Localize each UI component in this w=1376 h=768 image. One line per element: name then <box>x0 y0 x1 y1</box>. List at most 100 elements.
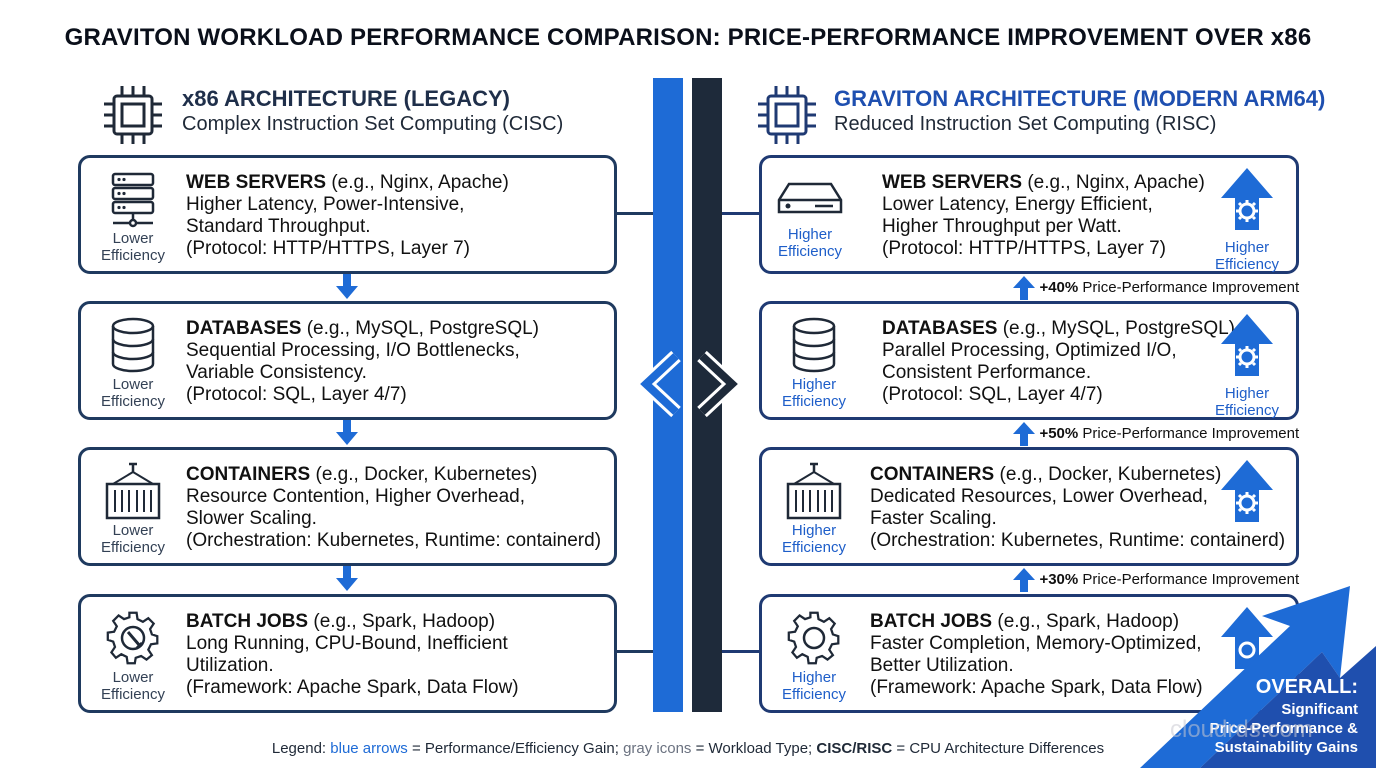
gain-badge <box>1212 460 1282 527</box>
card-line: Consistent Performance. <box>882 362 1092 383</box>
efficiency-label: Higher <box>791 669 837 686</box>
down-arrow-icon <box>336 420 358 445</box>
efficiency-label: Lower <box>112 230 154 247</box>
gear-wrench-icon <box>106 611 159 665</box>
card-line: Parallel Processing, Optimized I/O, <box>882 340 1177 361</box>
card-examples: (e.g., Nginx, Apache) <box>1022 172 1205 193</box>
card-protocol: (Orchestration: Kubernetes, Runtime: con… <box>186 530 602 551</box>
cpu-chip-icon <box>758 86 816 144</box>
card-line: Standard Throughput. <box>186 216 371 237</box>
page-title: GRAVITON WORKLOAD PERFORMANCE COMPARISON… <box>64 24 1312 51</box>
improvement-row: +30% Price-Performance Improvement <box>1013 568 1299 592</box>
card-line: Variable Consistency. <box>186 362 367 383</box>
card-title: BATCH JOBS <box>870 611 993 632</box>
card-line: Long Running, CPU-Bound, Inefficient <box>186 633 508 654</box>
watermark: cloudrds.com <box>1170 716 1313 743</box>
up-arrow-icon <box>1013 568 1035 592</box>
card-protocol: (Framework: Apache Spark, Data Flow) <box>870 677 1203 698</box>
card-line: Faster Completion, Memory-Optimized, <box>870 633 1202 654</box>
card-title: CONTAINERS <box>186 464 311 485</box>
down-arrow-icon <box>336 274 358 299</box>
card-title: WEB SERVERS <box>186 172 327 193</box>
gear-icon <box>787 611 840 665</box>
database-icon <box>111 317 155 373</box>
card-line: Sequential Processing, I/O Bottlenecks, <box>186 340 520 361</box>
card-examples: (e.g., Nginx, Apache) <box>326 172 509 193</box>
improvement-row: +50% Price-Performance Improvement <box>1013 422 1299 446</box>
card-line: Better Utilization. <box>870 655 1014 676</box>
legend-gray-icons: gray icons <box>623 740 692 757</box>
improvement-row: +40% Price-Performance Improvement <box>1013 276 1299 300</box>
efficiency-label: Lower <box>112 376 154 393</box>
card-protocol: (Protocol: HTTP/HTTPS, Layer 7) <box>186 238 471 259</box>
down-arrow-icon <box>336 566 358 591</box>
efficiency-label: Higher <box>791 376 837 393</box>
x86-subtitle: Complex Instruction Set Computing (CISC) <box>182 113 564 135</box>
legend-cisc-risc: CISC/RISC <box>816 740 893 757</box>
compare-chevrons-icon <box>635 350 743 418</box>
card-line: Dedicated Resources, Lower Overhead, <box>870 486 1208 507</box>
gain-badge <box>1212 607 1282 674</box>
efficiency-label: Lower <box>112 522 154 539</box>
shipping-container-icon <box>786 462 842 520</box>
up-arrow-gear-icon <box>1221 168 1273 230</box>
card-line: Slower Scaling. <box>186 508 317 529</box>
graviton-subtitle: Reduced Instruction Set Computing (RISC) <box>834 113 1217 135</box>
up-arrow-gear-icon <box>1221 314 1273 376</box>
cpu-chip-icon <box>104 86 162 144</box>
connector-line <box>722 650 760 653</box>
overall-title: OVERALL: <box>1255 676 1358 698</box>
efficiency-label: Higher <box>791 522 837 539</box>
improvement-pct: +50% <box>1039 425 1079 443</box>
card-title: BATCH JOBS <box>186 611 309 632</box>
card-examples: (e.g., MySQL, PostgreSQL) <box>301 318 540 339</box>
legend: Legend: blue arrows = Performance/Effici… <box>271 740 1105 757</box>
card-line: Higher Throughput per Watt. <box>882 216 1122 237</box>
card-examples: (e.g., Docker, Kubernetes) <box>994 464 1222 485</box>
connector-line <box>616 212 653 215</box>
x86-title: x86 ARCHITECTURE (LEGACY) <box>182 86 510 111</box>
card-title: DATABASES <box>882 318 998 339</box>
card-examples: (e.g., Spark, Hadoop) <box>308 611 496 632</box>
card-title: CONTAINERS <box>870 464 995 485</box>
card-title: WEB SERVERS <box>882 172 1023 193</box>
card-title: DATABASES <box>186 318 302 339</box>
improvement-pct: +40% <box>1039 279 1079 297</box>
card-line: Lower Latency, Energy Efficient, <box>882 194 1153 215</box>
overall-banner-arrow <box>1140 586 1376 768</box>
card-protocol: (Framework: Apache Spark, Data Flow) <box>186 677 519 698</box>
card-line: Resource Contention, Higher Overhead, <box>186 486 526 507</box>
up-arrow-icon <box>1013 276 1035 300</box>
card-protocol: (Protocol: SQL, Layer 4/7) <box>186 384 407 405</box>
card-line: Faster Scaling. <box>870 508 997 529</box>
card-protocol: (Protocol: HTTP/HTTPS, Layer 7) <box>882 238 1167 259</box>
improvement-pct: +30% <box>1039 571 1079 589</box>
card-examples: (e.g., MySQL, PostgreSQL) <box>997 318 1236 339</box>
card-protocol: (Protocol: SQL, Layer 4/7) <box>882 384 1103 405</box>
card-line: Higher Latency, Power-Intensive, <box>186 194 465 215</box>
legend-blue-arrows: blue arrows <box>330 740 408 757</box>
card-protocol: (Orchestration: Kubernetes, Runtime: con… <box>870 530 1286 551</box>
up-arrow-gear-icon <box>1221 460 1273 522</box>
overall-summary: OVERALL: Significant Price-Performance &… <box>1209 676 1358 756</box>
database-icon <box>792 317 836 373</box>
connector-line <box>722 212 760 215</box>
connector-line <box>616 650 653 653</box>
server-box-icon <box>777 182 843 214</box>
up-arrow-gear-icon <box>1221 607 1273 669</box>
graviton-title: GRAVITON ARCHITECTURE (MODERN ARM64) <box>834 86 1326 111</box>
card-examples: (e.g., Spark, Hadoop) <box>992 611 1180 632</box>
card-line: Utilization. <box>186 655 274 676</box>
efficiency-label: Lower <box>112 669 154 686</box>
up-arrow-icon <box>1013 422 1035 446</box>
